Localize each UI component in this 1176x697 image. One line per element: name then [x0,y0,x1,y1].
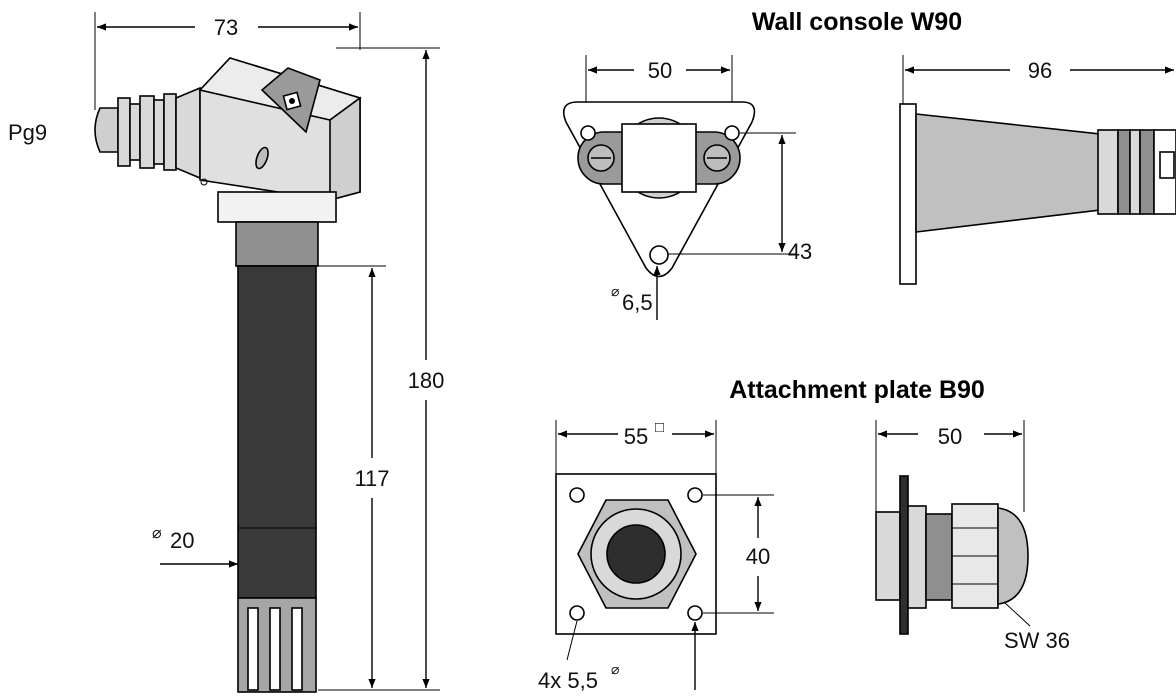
square-symbol: □ [655,419,664,436]
wall-hole-spacing-label: 50 [648,58,672,83]
attachment-plate-side: 50 SW 36 [875,420,1070,653]
wall-diameter-symbol: ⌀ [611,283,619,299]
wall-hole-height-label: 43 [788,239,812,264]
plate-size-label: 55 [624,424,648,449]
attachment-plate-front: 55 □ 40 4x 5,5 ⌀ [538,419,774,693]
wall-depth-label: 96 [1028,58,1052,83]
plate-side-width-label: 50 [938,424,962,449]
wall-console-front: 50 43 ⌀ 6,5 [562,55,812,320]
sensor-width-label: 73 [214,15,238,40]
cable-gland [94,86,201,180]
attachment-plate-title: Attachment plate B90 [729,376,985,404]
cable-gland-label: Pg9 [8,120,47,145]
plate-holes-label: 4x 5,5 [538,668,598,693]
sensor-filter-cap [237,597,317,693]
wrench-size-label: SW 36 [1004,628,1070,653]
diameter-symbol: ⌀ [152,525,162,542]
sensor-drawing: 73 Pg9 [8,12,445,693]
wall-console-side: 96 [899,55,1176,285]
probe-diameter-label: 20 [170,528,194,553]
wall-hole-diameter-label: 6,5 [622,290,653,315]
probe-height-label: 117 [354,466,389,491]
sensor-housing [198,57,362,267]
plate-holes-diameter-symbol: ⌀ [611,661,619,677]
plate-hole-spacing-label: 40 [746,544,770,569]
wall-console-title: Wall console W90 [752,8,962,36]
total-height-label: 180 [408,368,445,393]
sensor-probe [237,265,317,599]
